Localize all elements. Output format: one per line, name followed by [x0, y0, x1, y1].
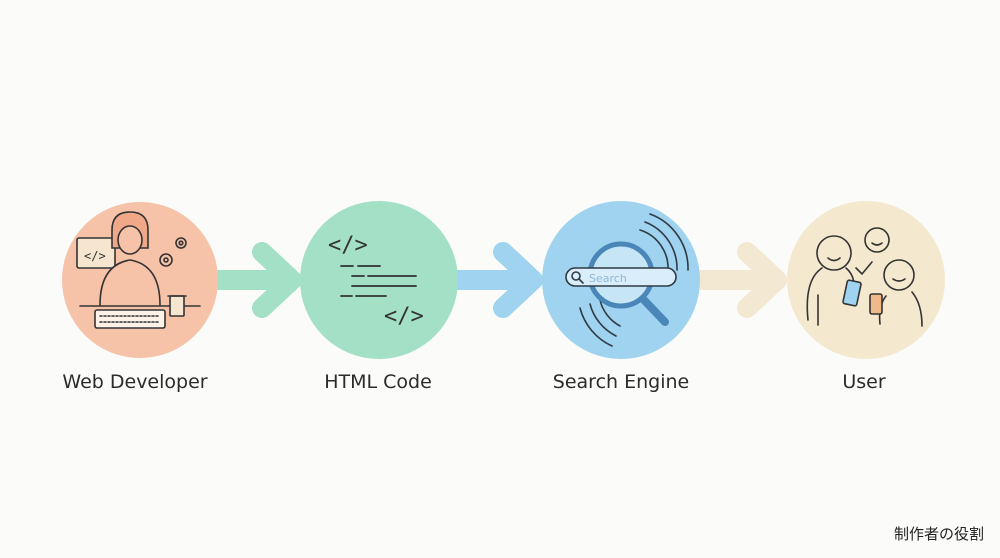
- svg-text:</>: </>: [384, 304, 424, 329]
- svg-text:</>: </>: [328, 233, 368, 258]
- user-circle: [787, 201, 945, 359]
- code-circle: [300, 201, 458, 359]
- users-icon: [806, 227, 923, 327]
- arrow-search-to-user: [686, 242, 787, 318]
- developer-icon: </>: [76, 211, 201, 329]
- arrow-developer-to-code: [202, 242, 302, 318]
- step-label-user: User: [842, 371, 886, 393]
- step-label-search-engine: Search Engine: [552, 371, 690, 393]
- search-placeholder: Search: [589, 272, 627, 285]
- step-label-web-developer: Web Developer: [62, 371, 208, 393]
- footer-caption: 制作者の役割: [893, 525, 984, 543]
- code-icon: </> </>: [328, 233, 424, 329]
- step-label-html-code: HTML Code: [324, 371, 432, 393]
- svg-text:</>: </>: [84, 249, 106, 263]
- arrow-code-to-search: [442, 242, 543, 318]
- search-engine-icon: [565, 213, 689, 347]
